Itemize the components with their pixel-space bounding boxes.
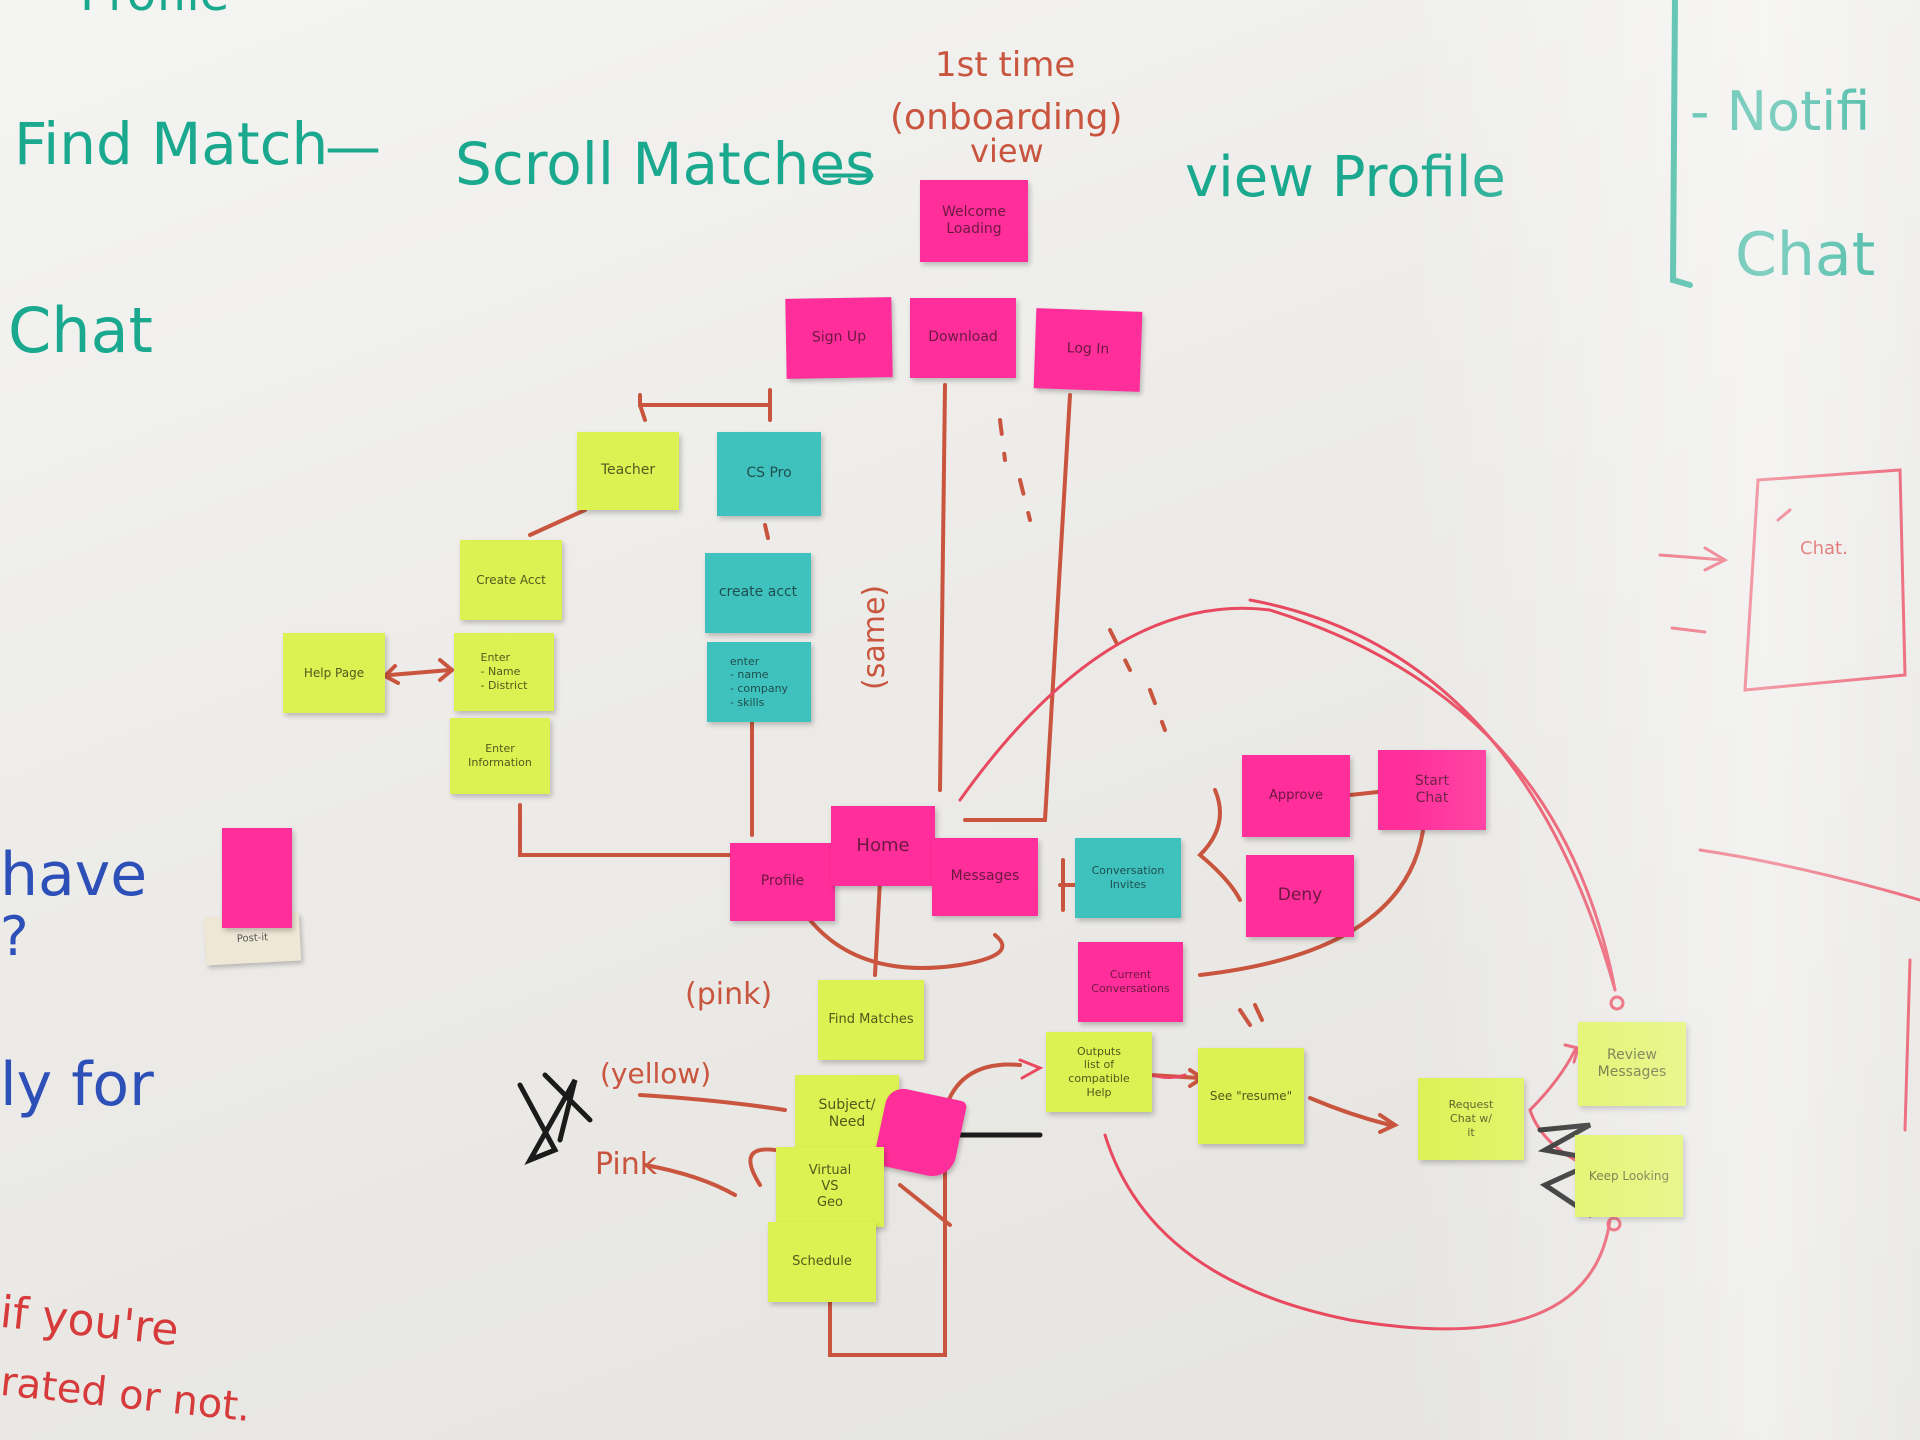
note-download: Download bbox=[910, 298, 1016, 378]
note-request-chat: Request Chat w/ it bbox=[1418, 1078, 1524, 1160]
note-deny: Deny bbox=[1246, 855, 1354, 937]
note-current-conversations: Current Conversations bbox=[1078, 942, 1183, 1022]
note-create-acct-teal: create acct bbox=[705, 553, 811, 633]
note-messages: Messages bbox=[932, 838, 1038, 916]
note-schedule: Schedule bbox=[768, 1222, 876, 1302]
text-yellow: (yellow) bbox=[600, 1057, 712, 1090]
text-onboarding: (onboarding) bbox=[890, 97, 1123, 138]
note-cs-pro: CS Pro bbox=[717, 432, 821, 516]
note-enter-pro: enter - name - company - skills bbox=[707, 642, 811, 722]
text-have: have bbox=[0, 840, 148, 910]
note-start-chat: Start Chat bbox=[1378, 750, 1486, 830]
note-see-resume: See "resume" bbox=[1198, 1048, 1304, 1144]
note-teacher: Teacher bbox=[577, 432, 679, 510]
text-chat-right: Chat bbox=[1735, 220, 1876, 290]
note-enter-teacher: Enter - Name - District bbox=[454, 633, 554, 711]
note-find-matches: Find Matches bbox=[818, 980, 924, 1060]
text-ly-for: ly for bbox=[0, 1050, 154, 1120]
text-same: (same) bbox=[857, 584, 892, 690]
note-create-acct-yellow: Create Acct bbox=[460, 540, 562, 620]
post-it-pad-label: Post-it bbox=[236, 931, 269, 945]
note-profile: Profile bbox=[730, 843, 835, 921]
note-help-page: Help Page bbox=[283, 633, 385, 713]
text-find-match: Find Match bbox=[14, 110, 329, 178]
note-keep-looking: Keep Looking bbox=[1575, 1135, 1683, 1217]
text-chat-left: Chat bbox=[8, 294, 153, 367]
note-review-messages: Review Messages bbox=[1578, 1022, 1686, 1106]
note-conversation-invites: Conversation Invites bbox=[1075, 838, 1181, 918]
teal-bracket bbox=[1669, 0, 1693, 288]
note-virtual-vs-geo: Virtual VS Geo bbox=[776, 1147, 884, 1227]
text-pink-2: Pink bbox=[595, 1147, 658, 1182]
note-home: Home bbox=[831, 806, 935, 886]
text-view: view bbox=[970, 132, 1044, 170]
text-pink-1: (pink) bbox=[685, 977, 773, 1012]
text-scroll-matches: Scroll Matches bbox=[455, 130, 876, 198]
note-approve: Approve bbox=[1242, 755, 1350, 837]
note-outputs: Outputs list of compatible Help bbox=[1046, 1032, 1152, 1112]
note-sign-up: Sign Up bbox=[785, 297, 893, 379]
note-enter-information: Enter Information bbox=[450, 718, 550, 794]
text-dash-1: — bbox=[325, 115, 381, 180]
text-question: ? bbox=[0, 905, 29, 968]
text-notifications: - Notifi bbox=[1690, 80, 1871, 143]
text-dash-2: — bbox=[820, 140, 876, 205]
note-log-in: Log In bbox=[1033, 308, 1143, 392]
text-wireframe-chat: Chat. bbox=[1800, 538, 1848, 559]
note-welcome: Welcome Loading bbox=[920, 180, 1028, 262]
text-first-time: 1st time bbox=[935, 45, 1076, 85]
text-view-profile: view Profile bbox=[1185, 145, 1506, 210]
text-profile-top: Profile bbox=[80, 0, 229, 18]
loose-pink-note bbox=[222, 828, 292, 928]
